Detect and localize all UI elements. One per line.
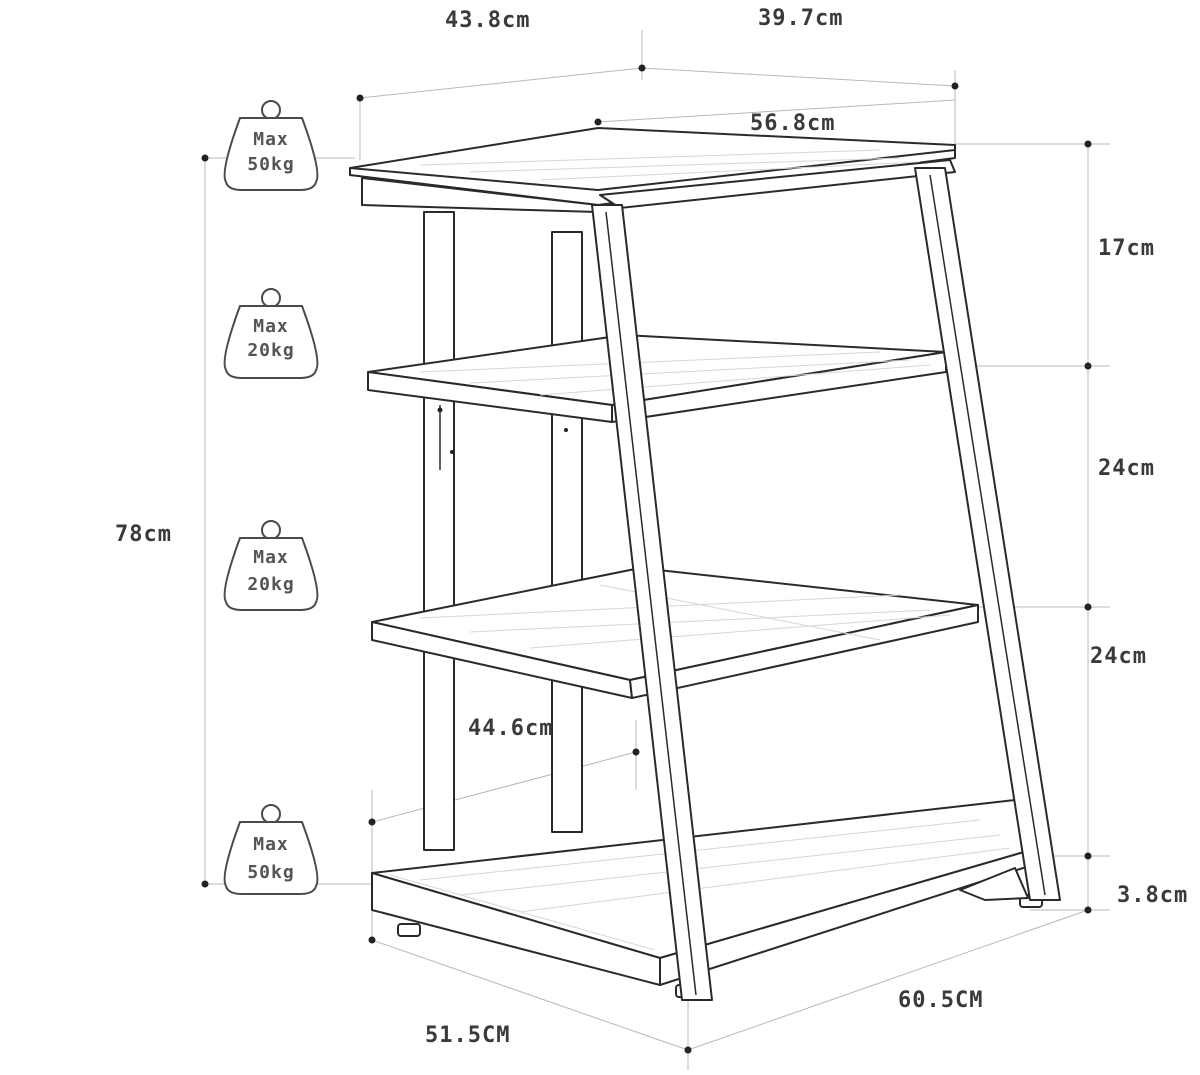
lower-shelf (371, 567, 979, 699)
gap-2-label: 24cm (1098, 456, 1155, 481)
weight-label-top: Max (253, 834, 289, 855)
front-legs (591, 167, 1061, 1001)
weight-limit-4: Max 50kg (223, 804, 319, 895)
weight-label-value: 50kg (247, 862, 294, 883)
weight-icon (223, 288, 319, 379)
weight-label-top: Max (253, 316, 289, 337)
gap-3-label: 24cm (1090, 644, 1147, 669)
gap-1-label: 17cm (1098, 236, 1155, 261)
weight-label-value: 20kg (247, 574, 294, 595)
base-width-label: 60.5CM (898, 988, 983, 1013)
top-width-label: 39.7cm (758, 6, 843, 31)
weight-label-value: 20kg (247, 340, 294, 361)
weight-limit-2: Max 20kg (223, 288, 319, 379)
weight-limit-3: Max 20kg (223, 520, 319, 611)
weight-icon (223, 804, 319, 895)
weight-icon (223, 100, 319, 191)
bottom-shelf (371, 799, 1049, 998)
dimension-dots (201, 64, 1092, 1054)
leg-height-label: 3.8cm (1117, 883, 1188, 908)
weight-label-value: 50kg (247, 154, 294, 175)
weight-label-top: Max (253, 547, 289, 568)
dimension-labels: 43.8cm 39.7cm 56.8cm 78cm 17cm 24cm 24cm… (115, 6, 1188, 1048)
back-posts (423, 211, 583, 851)
weight-label-top: Max (253, 129, 289, 150)
base-depth-label: 51.5CM (425, 1023, 510, 1048)
middle-shelf (367, 334, 947, 423)
top-shelf (349, 127, 956, 213)
inner-width-label: 44.6cm (468, 716, 553, 741)
weight-limit-1: Max 50kg (223, 100, 319, 191)
weight-icon (223, 520, 319, 611)
total-height-label: 78cm (115, 522, 172, 547)
top-depth-label: 43.8cm (445, 8, 530, 33)
top-diagonal-label: 56.8cm (750, 111, 835, 136)
